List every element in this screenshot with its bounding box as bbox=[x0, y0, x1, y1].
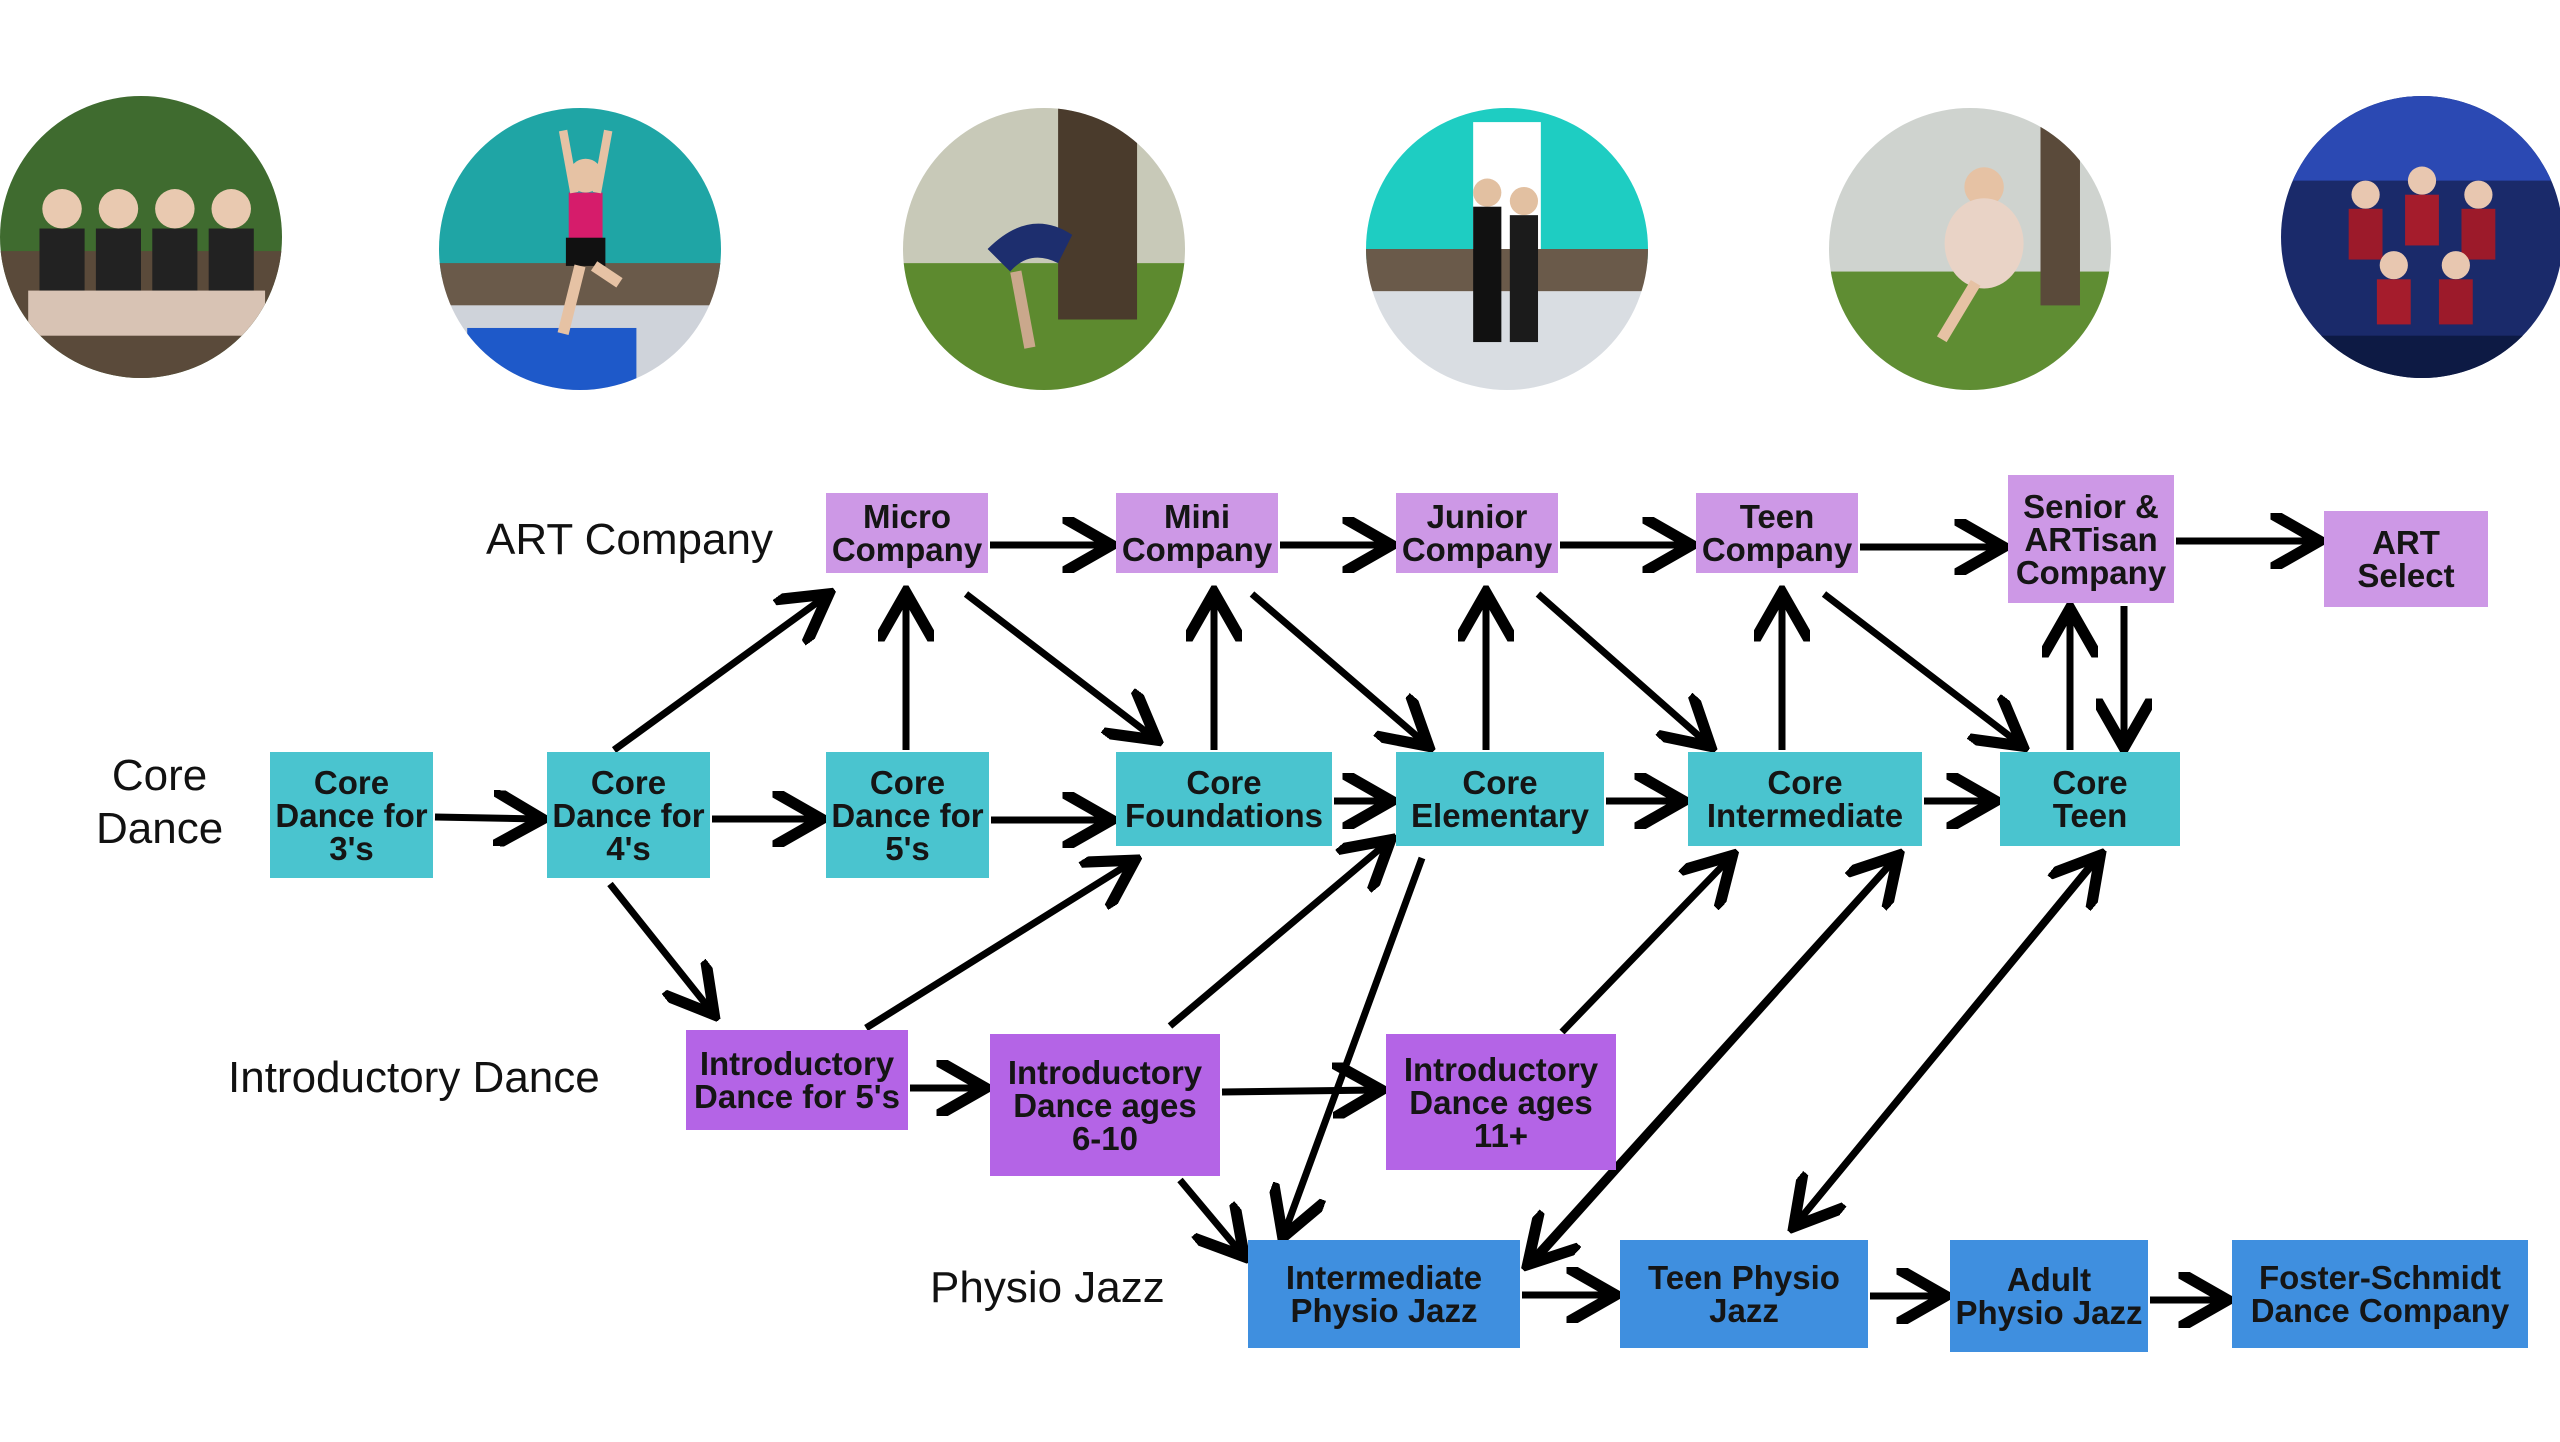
micro-company-box: Micro Company bbox=[826, 493, 988, 573]
dancers-on-bench-photo bbox=[0, 96, 282, 378]
arrow-intro610-to-intro11 bbox=[1221, 1090, 1378, 1092]
core-teen-box: Core Teen bbox=[2000, 752, 2180, 846]
arrow-teen-company-to-core-teen bbox=[1821, 591, 2020, 744]
arrow-core3-to-core4 bbox=[434, 817, 539, 819]
arrow-junior-to-intermediate bbox=[1535, 591, 1708, 744]
core-dance-4s-box: Core Dance for 4's bbox=[547, 752, 710, 878]
arrow-intro5-to-foundations bbox=[864, 862, 1132, 1031]
introductory-dance-5s-box: Introductory Dance for 5's bbox=[686, 1030, 908, 1130]
core-elementary-box: Core Elementary bbox=[1396, 752, 1604, 846]
physio-jazz-label: Physio Jazz bbox=[930, 1263, 1165, 1312]
arrow-mini-to-elementary bbox=[1249, 591, 1426, 744]
junior-company-box: Junior Company bbox=[1396, 493, 1558, 573]
arrow-micro-to-foundations bbox=[963, 591, 1154, 738]
core-foundations-box: Core Foundations bbox=[1116, 752, 1332, 846]
foster-schmidt-dance-company-box: Foster-Schmidt Dance Company bbox=[2232, 1240, 2528, 1348]
senior-artisan-company-box: Senior & ARTisan Company bbox=[2008, 475, 2174, 603]
arrow-intro610-to-elementary bbox=[1167, 842, 1388, 1029]
art-company-label: ART Company bbox=[486, 515, 773, 564]
introductory-dance-6-10-box: Introductory Dance ages 6-10 bbox=[990, 1034, 1220, 1176]
art-select-box: ART Select bbox=[2324, 511, 2488, 607]
mini-company-box: Mini Company bbox=[1116, 493, 1278, 573]
core-dance-label: Core Dance bbox=[96, 751, 224, 853]
arrow-core-teen-to-teen-jazz bbox=[1796, 863, 2093, 1224]
intermediate-physio-jazz-box: Intermediate Physio Jazz bbox=[1248, 1240, 1520, 1348]
introductory-dance-label: Introductory Dance bbox=[228, 1053, 600, 1102]
arrow-inter-jazz-to-core-intermediate bbox=[1531, 858, 1896, 1265]
arrow-intro11-to-intermediate bbox=[1559, 858, 1730, 1035]
arrow-core4-to-intro5 bbox=[607, 881, 712, 1012]
adult-physio-jazz-box: Adult Physio Jazz bbox=[1950, 1240, 2148, 1352]
core-intermediate-box: Core Intermediate bbox=[1688, 752, 1922, 846]
teen-physio-jazz-box: Teen Physio Jazz bbox=[1620, 1240, 1868, 1348]
teen-company-box: Teen Company bbox=[1696, 493, 1858, 573]
core-dance-3s-box: Core Dance for 3's bbox=[270, 752, 433, 878]
arrow-elementary-to-inter-jazz bbox=[1284, 856, 1426, 1234]
arrow-intro610-to-inter-jazz bbox=[1177, 1177, 1242, 1254]
stage-performance-photo bbox=[2281, 96, 2560, 378]
introductory-dance-11-plus-box: Introductory Dance ages 11+ bbox=[1386, 1034, 1616, 1170]
core-dance-5s-box: Core Dance for 5's bbox=[826, 752, 989, 878]
arrow-core4-to-micro bbox=[611, 596, 826, 753]
